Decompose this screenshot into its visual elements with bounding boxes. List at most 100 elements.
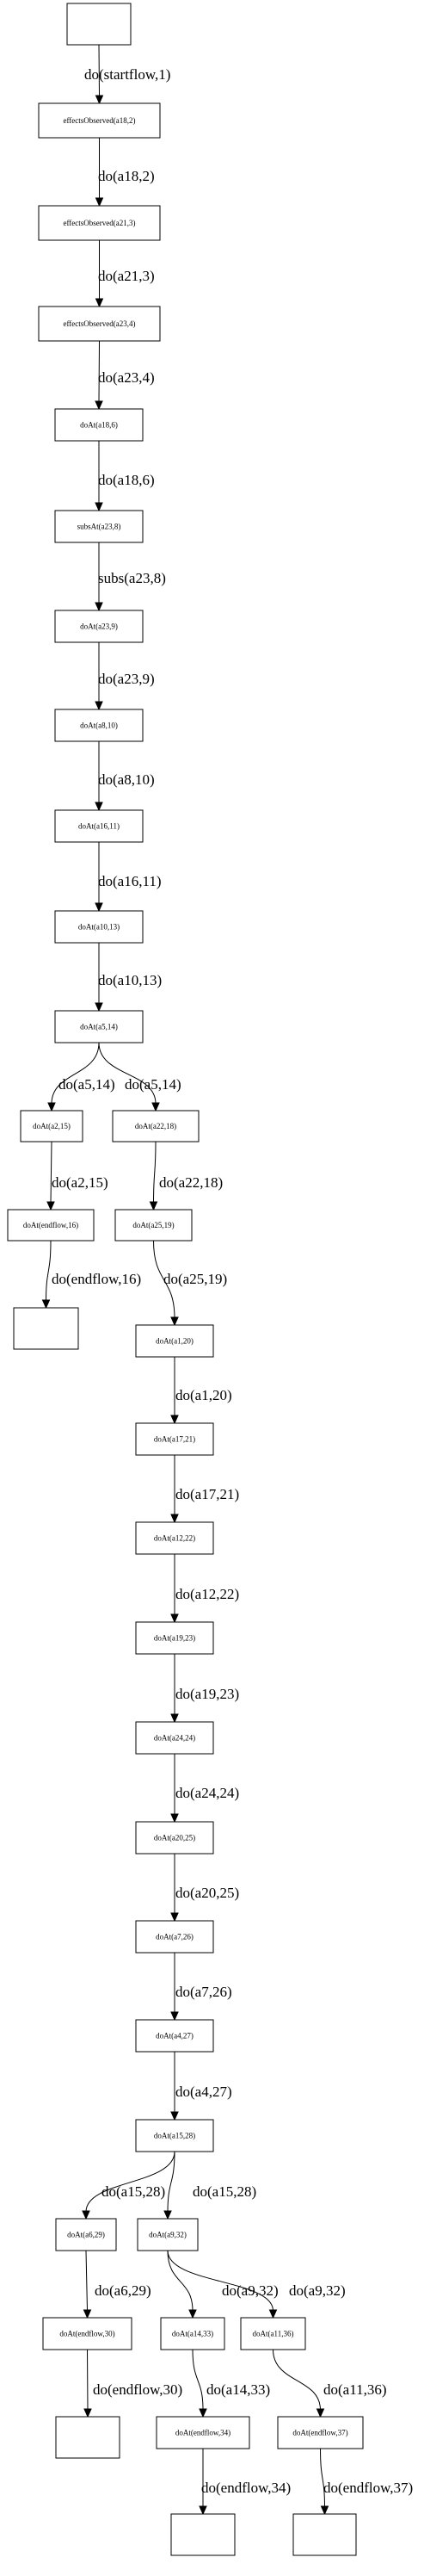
state-node: doAt(a11,36): [240, 2317, 306, 2350]
state-box: [137, 2218, 199, 2251]
state-label: effectsObserved(a23,4): [63, 319, 135, 328]
edge-line: [87, 2349, 89, 2411]
terminal-state-box: [292, 2513, 357, 2556]
transition-edge: do(a10,13): [95, 943, 162, 1012]
edge-label: do(a22,18): [159, 1174, 223, 1191]
edge-label: do(a8,10): [98, 771, 155, 788]
arrowhead-icon: [95, 602, 103, 612]
arrowhead-icon: [151, 1102, 160, 1112]
arrowhead-icon: [95, 400, 103, 411]
state-node: doAt(endflow,37): [277, 2416, 364, 2449]
state-node: doAt(a25,19): [114, 1209, 193, 1242]
edge-line: [273, 2349, 321, 2411]
edge-label: do(a19,23): [175, 1686, 239, 1702]
state-box: [54, 408, 144, 442]
state-node: [13, 1307, 79, 1350]
transition-edge: do(a15,28): [82, 2151, 175, 2220]
state-box: [54, 910, 144, 944]
edge-line: [98, 44, 100, 97]
state-box: [135, 2019, 214, 2053]
transition-edge: do(a12,22): [170, 1554, 239, 1624]
edge-line: [85, 2250, 88, 2312]
state-label: doAt(a7,26): [156, 1933, 194, 1941]
state-node: effectsObserved(a21,3): [38, 205, 161, 241]
transition-edge: do(a18,2): [95, 138, 155, 207]
edge-label: do(a1,20): [175, 1387, 232, 1403]
arrowhead-icon: [95, 298, 104, 308]
transition-edge: do(a17,21): [170, 1455, 239, 1524]
arrowhead-icon: [170, 1514, 179, 1524]
arrowhead-icon: [170, 1316, 179, 1327]
state-node: doAt(a24,24): [135, 1721, 214, 1755]
edge-label: do(a18,2): [98, 168, 155, 184]
arrowhead-icon: [95, 701, 103, 711]
state-label: subsAt(a23,8): [77, 523, 121, 531]
transition-edge: do(endflow,30): [83, 2349, 182, 2418]
edge-label: do(a17,21): [175, 1486, 239, 1502]
edge-label: do(a5,14): [125, 1076, 181, 1093]
state-box: [42, 2317, 132, 2350]
edge-label: do(a20,25): [175, 1885, 239, 1901]
arrowhead-icon: [170, 2111, 179, 2121]
arrowhead-icon: [41, 1299, 51, 1310]
transition-edge: do(a11,36): [273, 2349, 387, 2418]
edge-label: do(a5,14): [58, 1076, 115, 1093]
state-node: subsAt(a23,8): [54, 510, 144, 543]
state-node: effectsObserved(a23,4): [38, 306, 161, 342]
state-box: [38, 205, 161, 241]
state-label: doAt(endflow,30): [59, 2330, 114, 2338]
transition-edge: do(a24,24): [170, 1754, 239, 1824]
transition-edge: do(endflow,37): [320, 2448, 413, 2516]
state-label: doAt(a18,6): [80, 421, 118, 430]
state-label: doAt(a9,32): [149, 2231, 187, 2239]
terminal-state-box: [55, 2416, 120, 2459]
transition-edge: do(a20,25): [170, 1854, 239, 1923]
state-box: [135, 1324, 214, 1358]
edge-label: do(a2,15): [52, 1174, 108, 1191]
state-label: doAt(a2,15): [33, 1122, 71, 1130]
edge-label: do(a24,24): [175, 1785, 239, 1801]
state-node: doAt(a22,18): [112, 1110, 200, 1142]
state-box: [277, 2416, 364, 2449]
state-box: [112, 1110, 200, 1142]
arrowhead-icon: [199, 2408, 207, 2418]
terminal-state-box: [170, 2513, 236, 2556]
state-label: doAt(endflow,37): [292, 2429, 347, 2437]
transition-edge: do(a2,15): [46, 1141, 108, 1211]
state-box: [114, 1209, 193, 1242]
edge-line: [85, 2151, 175, 2213]
arrowhead-icon: [83, 2309, 92, 2319]
state-box: [38, 102, 161, 139]
edge-line: [167, 2151, 175, 2213]
state-label: doAt(a4,27): [156, 2032, 194, 2040]
state-node: doAt(a14,33): [160, 2317, 225, 2350]
state-node: doAt(a18,6): [54, 408, 144, 442]
edge-label: do(a11,36): [323, 2381, 387, 2398]
transition-edge: do(a23,9): [95, 642, 155, 711]
state-label: doAt(a20,25): [154, 1834, 195, 1842]
state-box: [55, 2218, 117, 2251]
state-label: doAt(a15,28): [154, 2132, 195, 2140]
arrowhead-icon: [268, 2309, 278, 2319]
state-label: doAt(a12,22): [154, 1534, 195, 1543]
arrowhead-icon: [199, 2505, 207, 2516]
state-box: [135, 1521, 214, 1555]
state-label: doAt(a17,21): [154, 1435, 195, 1444]
state-node: doAt(a16,11): [54, 809, 144, 843]
state-node: doAt(a5,14): [54, 1010, 144, 1043]
transition-edge: do(a19,23): [170, 1654, 239, 1724]
arrowhead-icon: [170, 1713, 179, 1724]
transition-edge: do(a23,4): [95, 340, 155, 411]
state-label: effectsObserved(a21,3): [63, 219, 135, 227]
state-box: [54, 610, 144, 643]
arrowhead-icon: [95, 902, 103, 913]
state-node: doAt(a2,15): [20, 1110, 83, 1142]
edge-label: do(a23,9): [98, 671, 155, 687]
state-node: [292, 2513, 357, 2556]
state-node: doAt(a4,27): [135, 2019, 214, 2053]
state-node: [170, 2513, 236, 2556]
edge-label: do(a15,28): [193, 2183, 256, 2200]
arrowhead-icon: [170, 1415, 179, 1425]
state-node: effectsObserved(a18,2): [38, 102, 161, 139]
